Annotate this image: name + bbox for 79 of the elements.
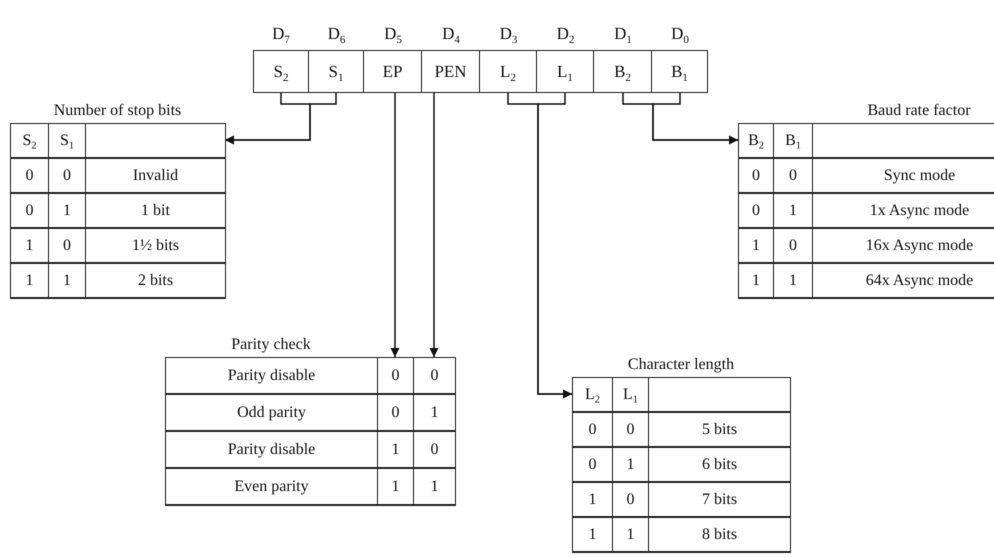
register-field: B$_{2}$ [594, 50, 652, 93]
table-cell: 0 [49, 229, 86, 264]
connector-arrow [430, 93, 438, 357]
table-cell: 1 [378, 469, 414, 506]
table-cell: 1 [49, 264, 86, 299]
table-cell: 0 [573, 448, 613, 483]
table-cell: 0 [774, 159, 813, 194]
table-cell: 5 bits [649, 413, 791, 448]
table-cell: Even parity [166, 469, 378, 506]
table-cell: Invalid [86, 159, 226, 194]
table-cell: L$_{1}$ [613, 378, 649, 413]
table-cell: Odd parity [166, 395, 378, 432]
table-cell: 1 [11, 229, 49, 264]
table-cell: 0 [613, 483, 649, 518]
table-cell: 7 bits [649, 483, 791, 518]
table-cell: L$_{2}$ [573, 378, 613, 413]
bit-label: D$_{3}$ [498, 23, 518, 48]
register-field: EP [364, 50, 422, 93]
table-title: Parity check [230, 335, 312, 355]
table-cell: Sync mode [813, 159, 994, 194]
table-cell: 16x Async mode [813, 229, 994, 264]
register-field: B$_{1}$ [652, 50, 708, 93]
table-cell: 0 [414, 432, 456, 469]
bit-label: D$_{1}$ [613, 23, 633, 48]
register-field: L$_{1}$ [537, 50, 594, 93]
table-cell: 0 [378, 358, 414, 395]
table-cell: 1 [414, 469, 456, 506]
table-cell: 6 bits [649, 448, 791, 483]
table-title: Character length [626, 355, 736, 375]
table-cell: 1 [613, 448, 649, 483]
register-field: PEN [422, 50, 480, 93]
table-cell: B$_{1}$ [774, 124, 813, 159]
connector-arrow [390, 93, 400, 357]
bit-label: D$_{5}$ [383, 23, 403, 48]
table-cell: 0 [378, 395, 414, 432]
table-cell: S$_{2}$ [11, 124, 49, 159]
table-cell: 1 [573, 483, 613, 518]
table-cell: 8 bits [649, 518, 791, 553]
table-cell: 0 [613, 413, 649, 448]
table-cell: 0 [739, 194, 774, 229]
table-title: Baud rate factor [866, 101, 972, 121]
connector-arrow [225, 93, 337, 144]
bit-label: D$_{6}$ [326, 23, 346, 48]
table-cell: 1 [739, 229, 774, 264]
register-field: S$_{1}$ [309, 50, 364, 93]
table-cell: 1 [11, 264, 49, 299]
table-cell: 0 [11, 194, 49, 229]
table-cell: 1 bit [86, 194, 226, 229]
table-cell: 2 bits [86, 264, 226, 299]
register-field: S$_{2}$ [253, 50, 309, 93]
bit-label: D$_{7}$ [271, 23, 291, 48]
connector-arrow [652, 93, 738, 144]
table-cell: 64x Async mode [813, 264, 994, 299]
table-cell: B$_{2}$ [739, 124, 774, 159]
table-cell: 1 [378, 432, 414, 469]
table-cell: 1 [573, 518, 613, 553]
table-cell: S$_{1}$ [49, 124, 86, 159]
table-cell: 1 [414, 395, 456, 432]
table-cell: Parity disable [166, 358, 378, 395]
table-cell: 1 [774, 194, 813, 229]
table-cell: 1½ bits [86, 229, 226, 264]
table-cell: 0 [573, 413, 613, 448]
connector-arrow [537, 93, 572, 398]
table-cell: 0 [49, 159, 86, 194]
table-cell: 1x Async mode [813, 194, 994, 229]
table-cell: 0 [11, 159, 49, 194]
table-cell: 0 [774, 229, 813, 264]
bit-label: D$_{4}$ [441, 23, 461, 48]
table-cell: 1 [613, 518, 649, 553]
register-field: L$_{2}$ [480, 50, 537, 93]
bit-label: D$_{0}$ [670, 23, 690, 48]
bit-label: D$_{2}$ [556, 23, 576, 48]
table-cell: 0 [414, 358, 456, 395]
table-cell: 1 [774, 264, 813, 299]
table-title: Number of stop bits [52, 101, 182, 121]
table-cell: 0 [739, 159, 774, 194]
table-cell: 1 [739, 264, 774, 299]
table-cell: Parity disable [166, 432, 378, 469]
table-cell: 1 [49, 194, 86, 229]
